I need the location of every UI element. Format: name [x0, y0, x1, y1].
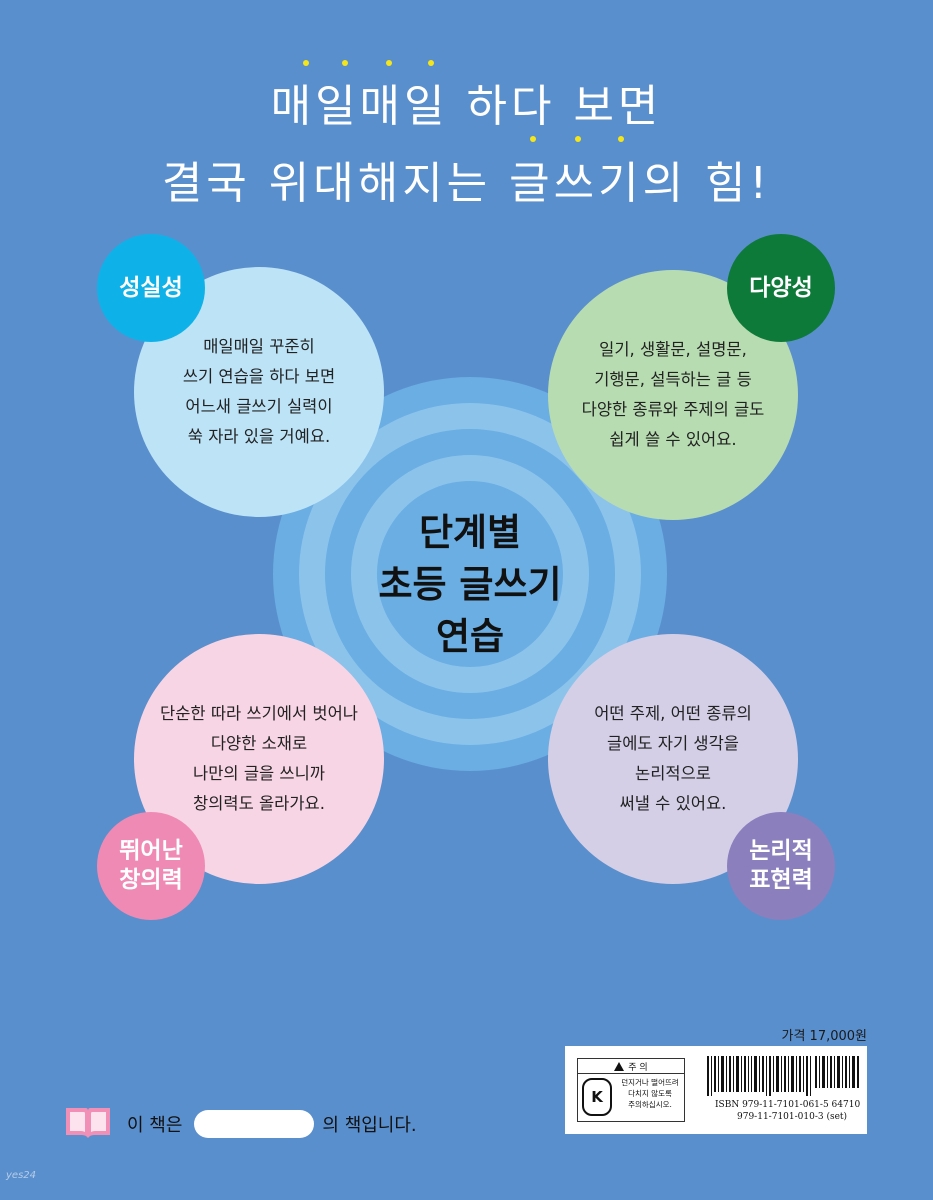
- yes24-logo: yes24: [6, 1170, 37, 1181]
- badge-logic: 논리적 표현력: [727, 812, 835, 920]
- center-title-line: 초등 글쓰기: [378, 563, 562, 606]
- owner-prefix: 이 책은: [127, 1115, 183, 1136]
- center-title-line: 연습: [435, 615, 505, 658]
- feature-circle-diligence: 매일매일 꾸준히 쓰기 연습을 하다 보면 어느새 글쓰기 실력이 쑥 자라 있…: [134, 267, 384, 517]
- emphasis-dot: [428, 60, 434, 66]
- badge-diligence: 성실성: [97, 234, 205, 342]
- feature-text: 어떤 주제, 어떤 종류의 글에도 자기 생각을 논리적으로 써낼 수 있어요.: [594, 704, 752, 813]
- feature-text: 일기, 생활문, 설명문, 기행문, 설득하는 글 등 다양한 종류와 주제의 …: [581, 340, 765, 449]
- badge-creativity: 뛰어난 창의력: [97, 812, 205, 920]
- feature-text: 매일매일 꾸준히 쓰기 연습을 하다 보면 어느새 글쓰기 실력이 쑥 자라 있…: [182, 337, 336, 446]
- headline-line-1: 매일매일 하다 보면: [270, 81, 663, 132]
- owner-name-blank: [194, 1110, 315, 1138]
- isbn-line: ISBN 979-11-7101-061-5 64710: [715, 1100, 861, 1110]
- emphasis-dot: [342, 60, 348, 66]
- owner-suffix: 의 책입니다.: [322, 1115, 417, 1136]
- warning-text: 던지거나 떨어뜨려 다치지 않도록 주의하십시오.: [621, 1078, 679, 1109]
- book-icon: [66, 1108, 110, 1138]
- price-label: 가격 17,000원: [781, 1029, 868, 1044]
- safety-warning: 주 의 K 던지거나 떨어뜨려 다치지 않도록 주의하십시오.: [577, 1058, 685, 1122]
- emphasis-dot: [530, 136, 536, 142]
- headline-line-2: 결국 위대해지는 글쓰기의 힘!: [161, 158, 772, 209]
- kc-mark-icon: K: [582, 1078, 612, 1116]
- target-ring: [377, 481, 563, 667]
- center-title: 단계별 초등 글쓰기 연습: [320, 507, 620, 663]
- center-title-line: 단계별: [418, 511, 522, 554]
- warning-title: 주 의: [628, 1062, 648, 1073]
- barcode-icon: [707, 1056, 859, 1096]
- emphasis-dot: [575, 136, 581, 142]
- feature-text: 단순한 따라 쓰기에서 벗어나 다양한 소재로 나만의 글을 쓰니까 창의력도 …: [160, 704, 358, 813]
- owner-line: 이 책은 의 책입니다.: [127, 1110, 417, 1138]
- badge-diversity: 다양성: [727, 234, 835, 342]
- isbn-text: ISBN 979-11-7101-061-5 64710 979-11-7101…: [715, 1099, 860, 1123]
- emphasis-dot: [303, 60, 309, 66]
- warning-header: 주 의: [578, 1059, 684, 1074]
- warning-icon: [614, 1061, 625, 1071]
- barcode-panel: 주 의 K 던지거나 떨어뜨려 다치지 않도록 주의하십시오.: [565, 1046, 867, 1134]
- emphasis-dot: [386, 60, 392, 66]
- isbn-line: 979-11-7101-010-3 (set): [737, 1112, 848, 1122]
- emphasis-dot: [618, 136, 624, 142]
